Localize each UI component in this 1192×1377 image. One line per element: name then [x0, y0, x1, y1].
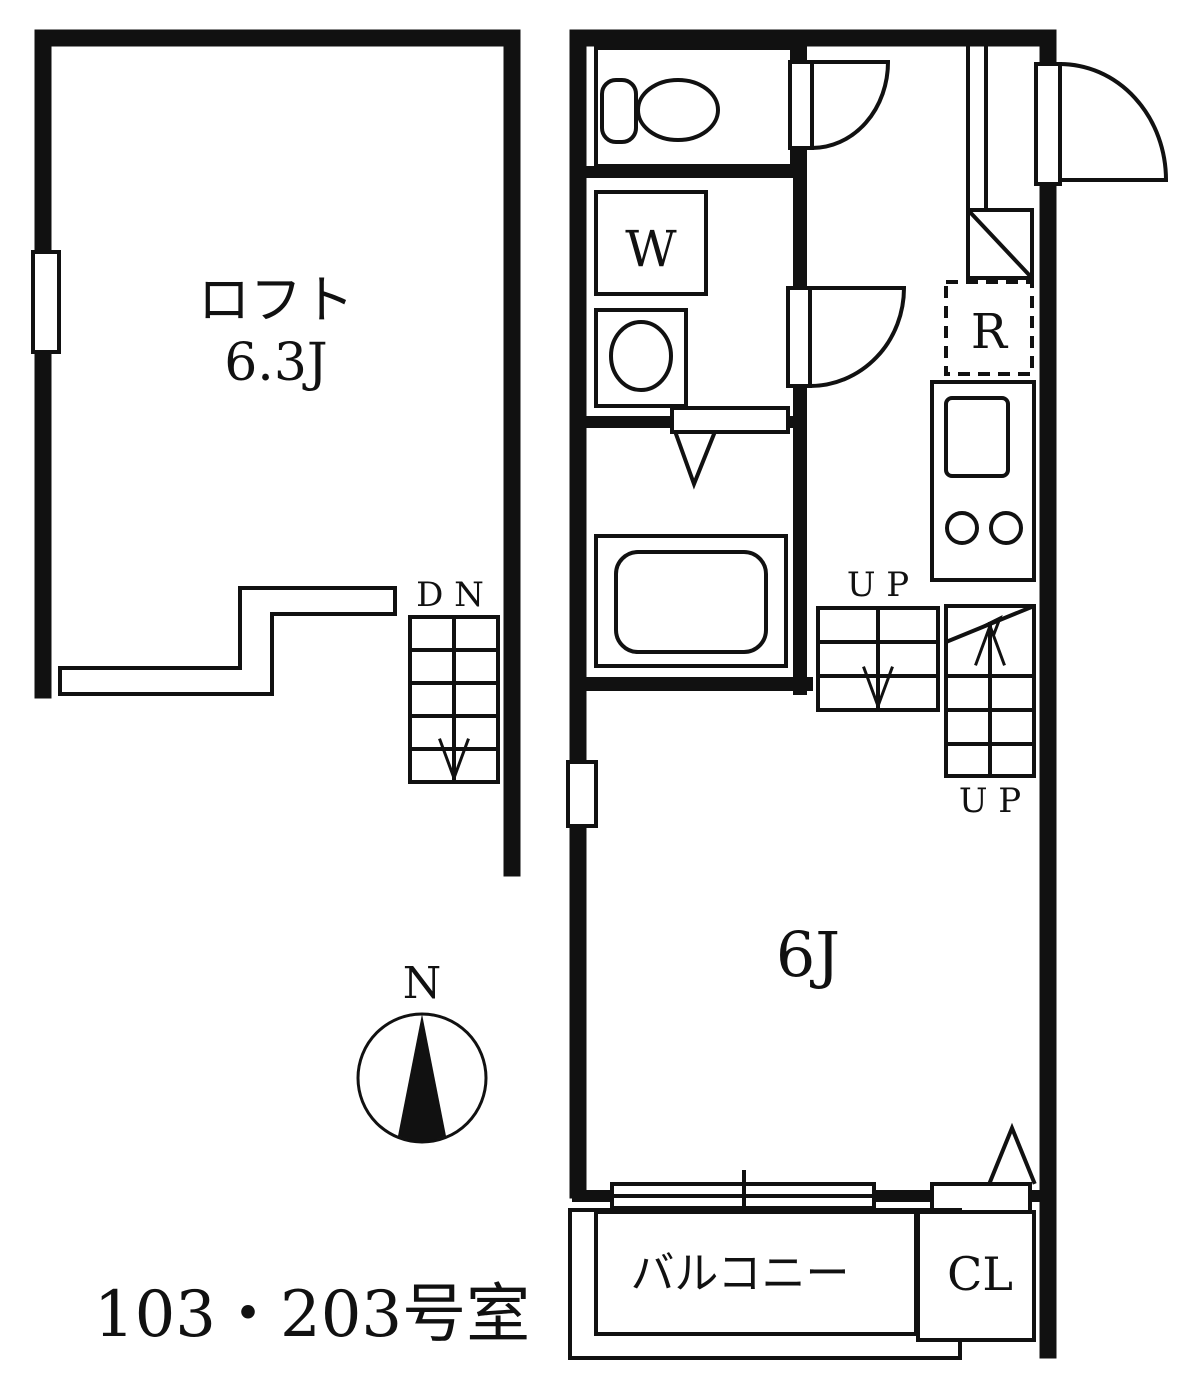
balcony: バルコニー	[568, 1208, 962, 1360]
washing-machine: W	[594, 190, 708, 296]
main-unit: W	[566, 29, 1169, 1360]
entrance-door[interactable]	[1034, 61, 1169, 186]
main-staircase	[944, 604, 1036, 778]
fridge-label: R	[971, 304, 1009, 360]
toilet	[594, 46, 794, 168]
room-window	[566, 760, 598, 828]
sink-icon	[944, 396, 1010, 478]
stove-burner-icon	[989, 511, 1023, 545]
loft-window	[31, 250, 61, 354]
washer-label: W	[625, 220, 677, 278]
loft-size: 6.3J	[224, 333, 328, 393]
shoe-box	[966, 208, 1034, 280]
wash-basin	[594, 308, 688, 408]
down-arrow-icon	[438, 703, 470, 783]
bath-door[interactable]	[670, 406, 790, 490]
stair-break-icon	[977, 614, 1003, 636]
stair-up-label: U P	[847, 565, 909, 605]
closet: CL	[916, 1210, 1036, 1342]
compass-north-label: N	[403, 958, 442, 1009]
bathtub	[594, 534, 788, 668]
unit-number-label: 103・203号室	[94, 1278, 530, 1352]
closet-label: CL	[947, 1247, 1013, 1301]
toilet-door[interactable]	[788, 60, 891, 151]
washroom-door[interactable]	[786, 286, 907, 389]
stair-up-label-lower: U P	[959, 781, 1021, 821]
refrigerator-space: R	[944, 280, 1034, 376]
loft-name: ロフト	[198, 271, 354, 331]
main-room-size: 6J	[776, 918, 840, 991]
loft-down-label: D N	[416, 575, 484, 615]
closet-door[interactable]	[930, 1122, 1037, 1214]
loft-railing	[58, 586, 397, 696]
up-arrow-icon	[974, 621, 1006, 712]
loft-ladder	[408, 615, 500, 784]
north-arrow-icon	[398, 1014, 446, 1141]
north-compass: N	[356, 958, 488, 1144]
down-arrow-icon	[862, 638, 894, 711]
balcony-label: バルコニー	[630, 1248, 849, 1299]
loft-area: ロフト 6.3J D N	[31, 29, 521, 877]
stair-storage	[816, 606, 940, 712]
stove-burner-icon	[945, 511, 979, 545]
kitchen-counter	[930, 380, 1036, 582]
